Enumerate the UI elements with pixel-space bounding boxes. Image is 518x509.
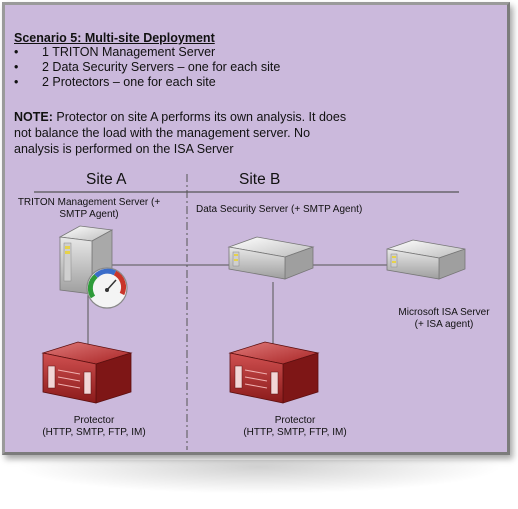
list-item: •2 Protectors – one for each site (14, 75, 216, 89)
site-a-label: Site A (86, 171, 127, 188)
protector-a-icon (41, 341, 133, 404)
isa-server-label: Microsoft ISA Server (+ ISA agent) (398, 307, 490, 330)
data-security-server-icon (227, 236, 315, 280)
bullet-icon: • (14, 60, 19, 74)
list-item: •1 TRITON Management Server (14, 45, 216, 59)
site-b-label: Site B (239, 171, 281, 188)
bullet-icon: • (14, 75, 19, 89)
protector-b-label: Protector (HTTP, SMTP, FTP, IM) (243, 415, 347, 438)
list-item: •2 Data Security Servers – one for each … (14, 60, 281, 74)
requirements-list: •1 TRITON Management Server •2 Data Secu… (14, 45, 280, 90)
isa-server-icon (386, 239, 466, 280)
analysis-gauge-icon (86, 267, 128, 309)
panel-shadow (14, 460, 504, 494)
protector-b-icon (228, 341, 320, 404)
protector-a-label: Protector (HTTP, SMTP, FTP, IM) (42, 415, 146, 438)
data-security-server-label: Data Security Server (+ SMTP Agent) (196, 204, 363, 215)
scenario-title: Scenario 5: Multi-site Deployment (14, 31, 215, 45)
note-label: NOTE: (14, 110, 53, 124)
bullet-icon: • (14, 45, 19, 59)
note-text: NOTE: Protector on site A performs its o… (14, 110, 347, 156)
triton-server-label: TRITON Management Server (+ SMTP Agent) (17, 197, 161, 220)
